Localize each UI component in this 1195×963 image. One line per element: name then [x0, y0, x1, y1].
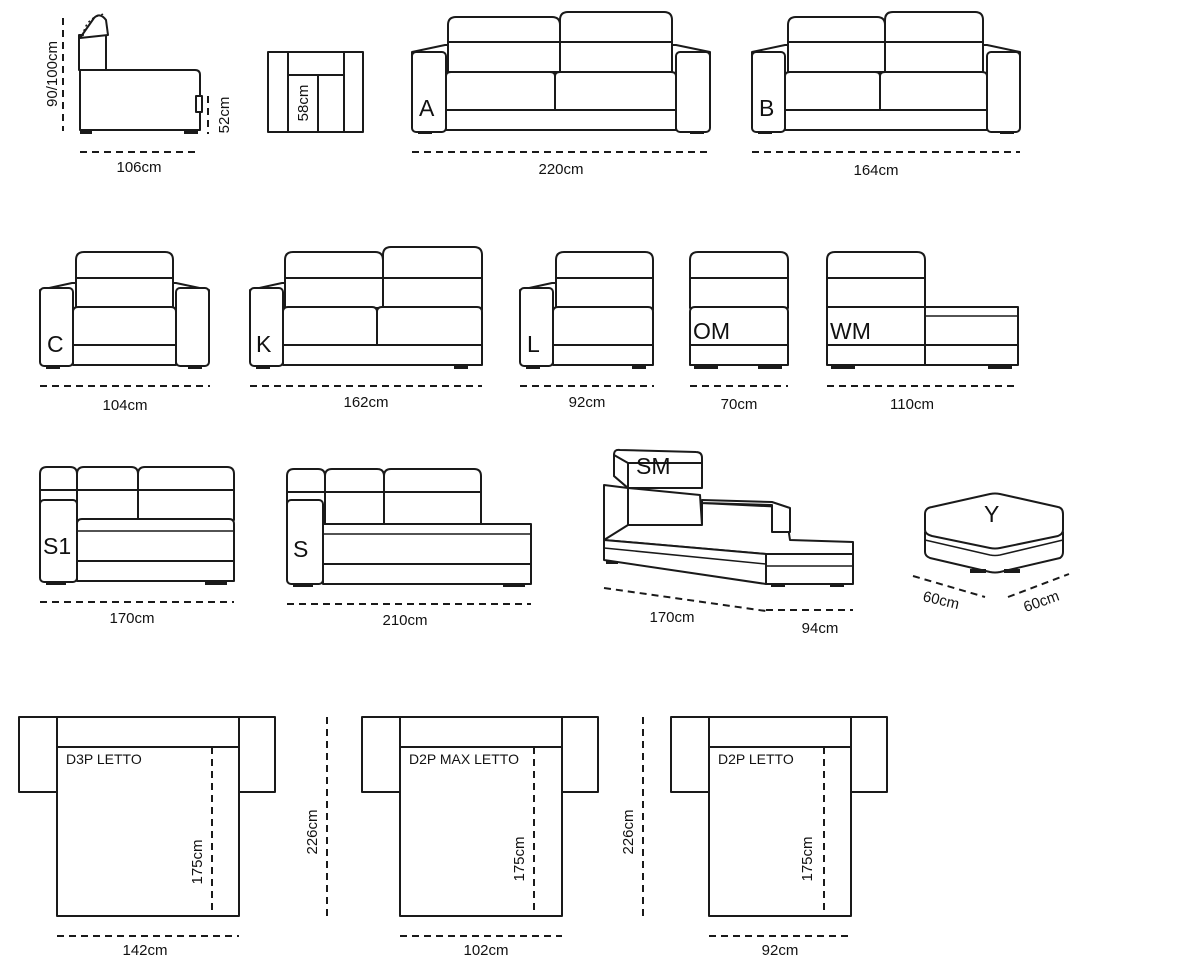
module-s: S 210cm	[286, 468, 532, 629]
module-y-width-label: 60cm	[1021, 588, 1061, 617]
module-a-width-label: 220cm	[538, 161, 583, 178]
module-l-width-label: 92cm	[569, 394, 606, 411]
module-sm-length-label: 170cm	[649, 609, 694, 626]
module-om-code: OM	[693, 318, 730, 344]
side-height-label: 90/100cm	[44, 41, 61, 107]
arm-width-label: 58cm	[295, 85, 312, 122]
module-c-code: C	[47, 331, 64, 357]
bed-2-length-label: 175cm	[511, 836, 528, 881]
module-l-code: L	[527, 331, 540, 357]
module-b-width-label: 164cm	[853, 162, 898, 179]
module-s1-width-label: 170cm	[109, 610, 154, 627]
side-seat-height-label: 52cm	[216, 97, 233, 134]
bed-total-length-dim-1: 226cm	[304, 717, 328, 916]
bed-2-total-length-label: 226cm	[620, 809, 637, 854]
bed-1-length-label: 175cm	[189, 839, 206, 884]
module-sm-code: SM	[636, 453, 671, 479]
module-c: C 104cm	[39, 251, 210, 414]
module-om: OM 70cm	[689, 251, 789, 413]
bed-d2p-max-letto: D2P MAX LETTO 175cm 102cm	[361, 716, 599, 959]
bed-total-length-dim-2: 226cm	[620, 717, 644, 916]
arm-module: 58cm	[267, 51, 364, 133]
module-sm-width-label: 94cm	[802, 620, 839, 637]
side-view-module: 90/100cm 52cm 106cm	[44, 13, 233, 176]
module-y-depth-label: 60cm	[921, 588, 961, 613]
side-depth-label: 106cm	[116, 159, 161, 176]
module-a: A 220cm	[411, 11, 711, 178]
module-y: Y 60cm 60cm	[912, 492, 1070, 617]
module-c-width-label: 104cm	[102, 397, 147, 414]
bed-1-width-label: 142cm	[122, 942, 167, 959]
module-om-width-label: 70cm	[721, 396, 758, 413]
bed-1-name: D3P LETTO	[66, 751, 142, 767]
module-wm: WM 110cm	[826, 251, 1019, 413]
bed-3-width-label: 92cm	[762, 942, 799, 959]
module-l: L 92cm	[519, 251, 654, 411]
bed-d2p-letto: D2P LETTO 175cm 92cm	[670, 716, 888, 959]
module-k-code: K	[256, 331, 272, 357]
bed-2-name: D2P MAX LETTO	[409, 751, 519, 767]
module-s-code: S	[293, 536, 308, 562]
bed-3-length-label: 175cm	[799, 836, 816, 881]
module-s1-code: S1	[43, 533, 71, 559]
module-k-width-label: 162cm	[343, 394, 388, 411]
module-sm: SM 170cm 94cm	[603, 448, 854, 637]
module-a-code: A	[419, 95, 435, 121]
module-s1: S1 170cm	[39, 466, 235, 627]
module-b-code: B	[759, 95, 774, 121]
bed-2-width-label: 102cm	[463, 942, 508, 959]
module-b: B 164cm	[751, 11, 1021, 179]
bed-1-total-length-label: 226cm	[304, 809, 321, 854]
module-y-code: Y	[984, 501, 999, 527]
bed-3-name: D2P LETTO	[718, 751, 794, 767]
module-wm-width-label: 110cm	[890, 396, 934, 413]
module-s-width-label: 210cm	[382, 612, 427, 629]
bed-d3p-letto: D3P LETTO 175cm 142cm	[18, 716, 276, 959]
module-wm-code: WM	[830, 318, 871, 344]
module-k: K 162cm	[249, 246, 483, 411]
